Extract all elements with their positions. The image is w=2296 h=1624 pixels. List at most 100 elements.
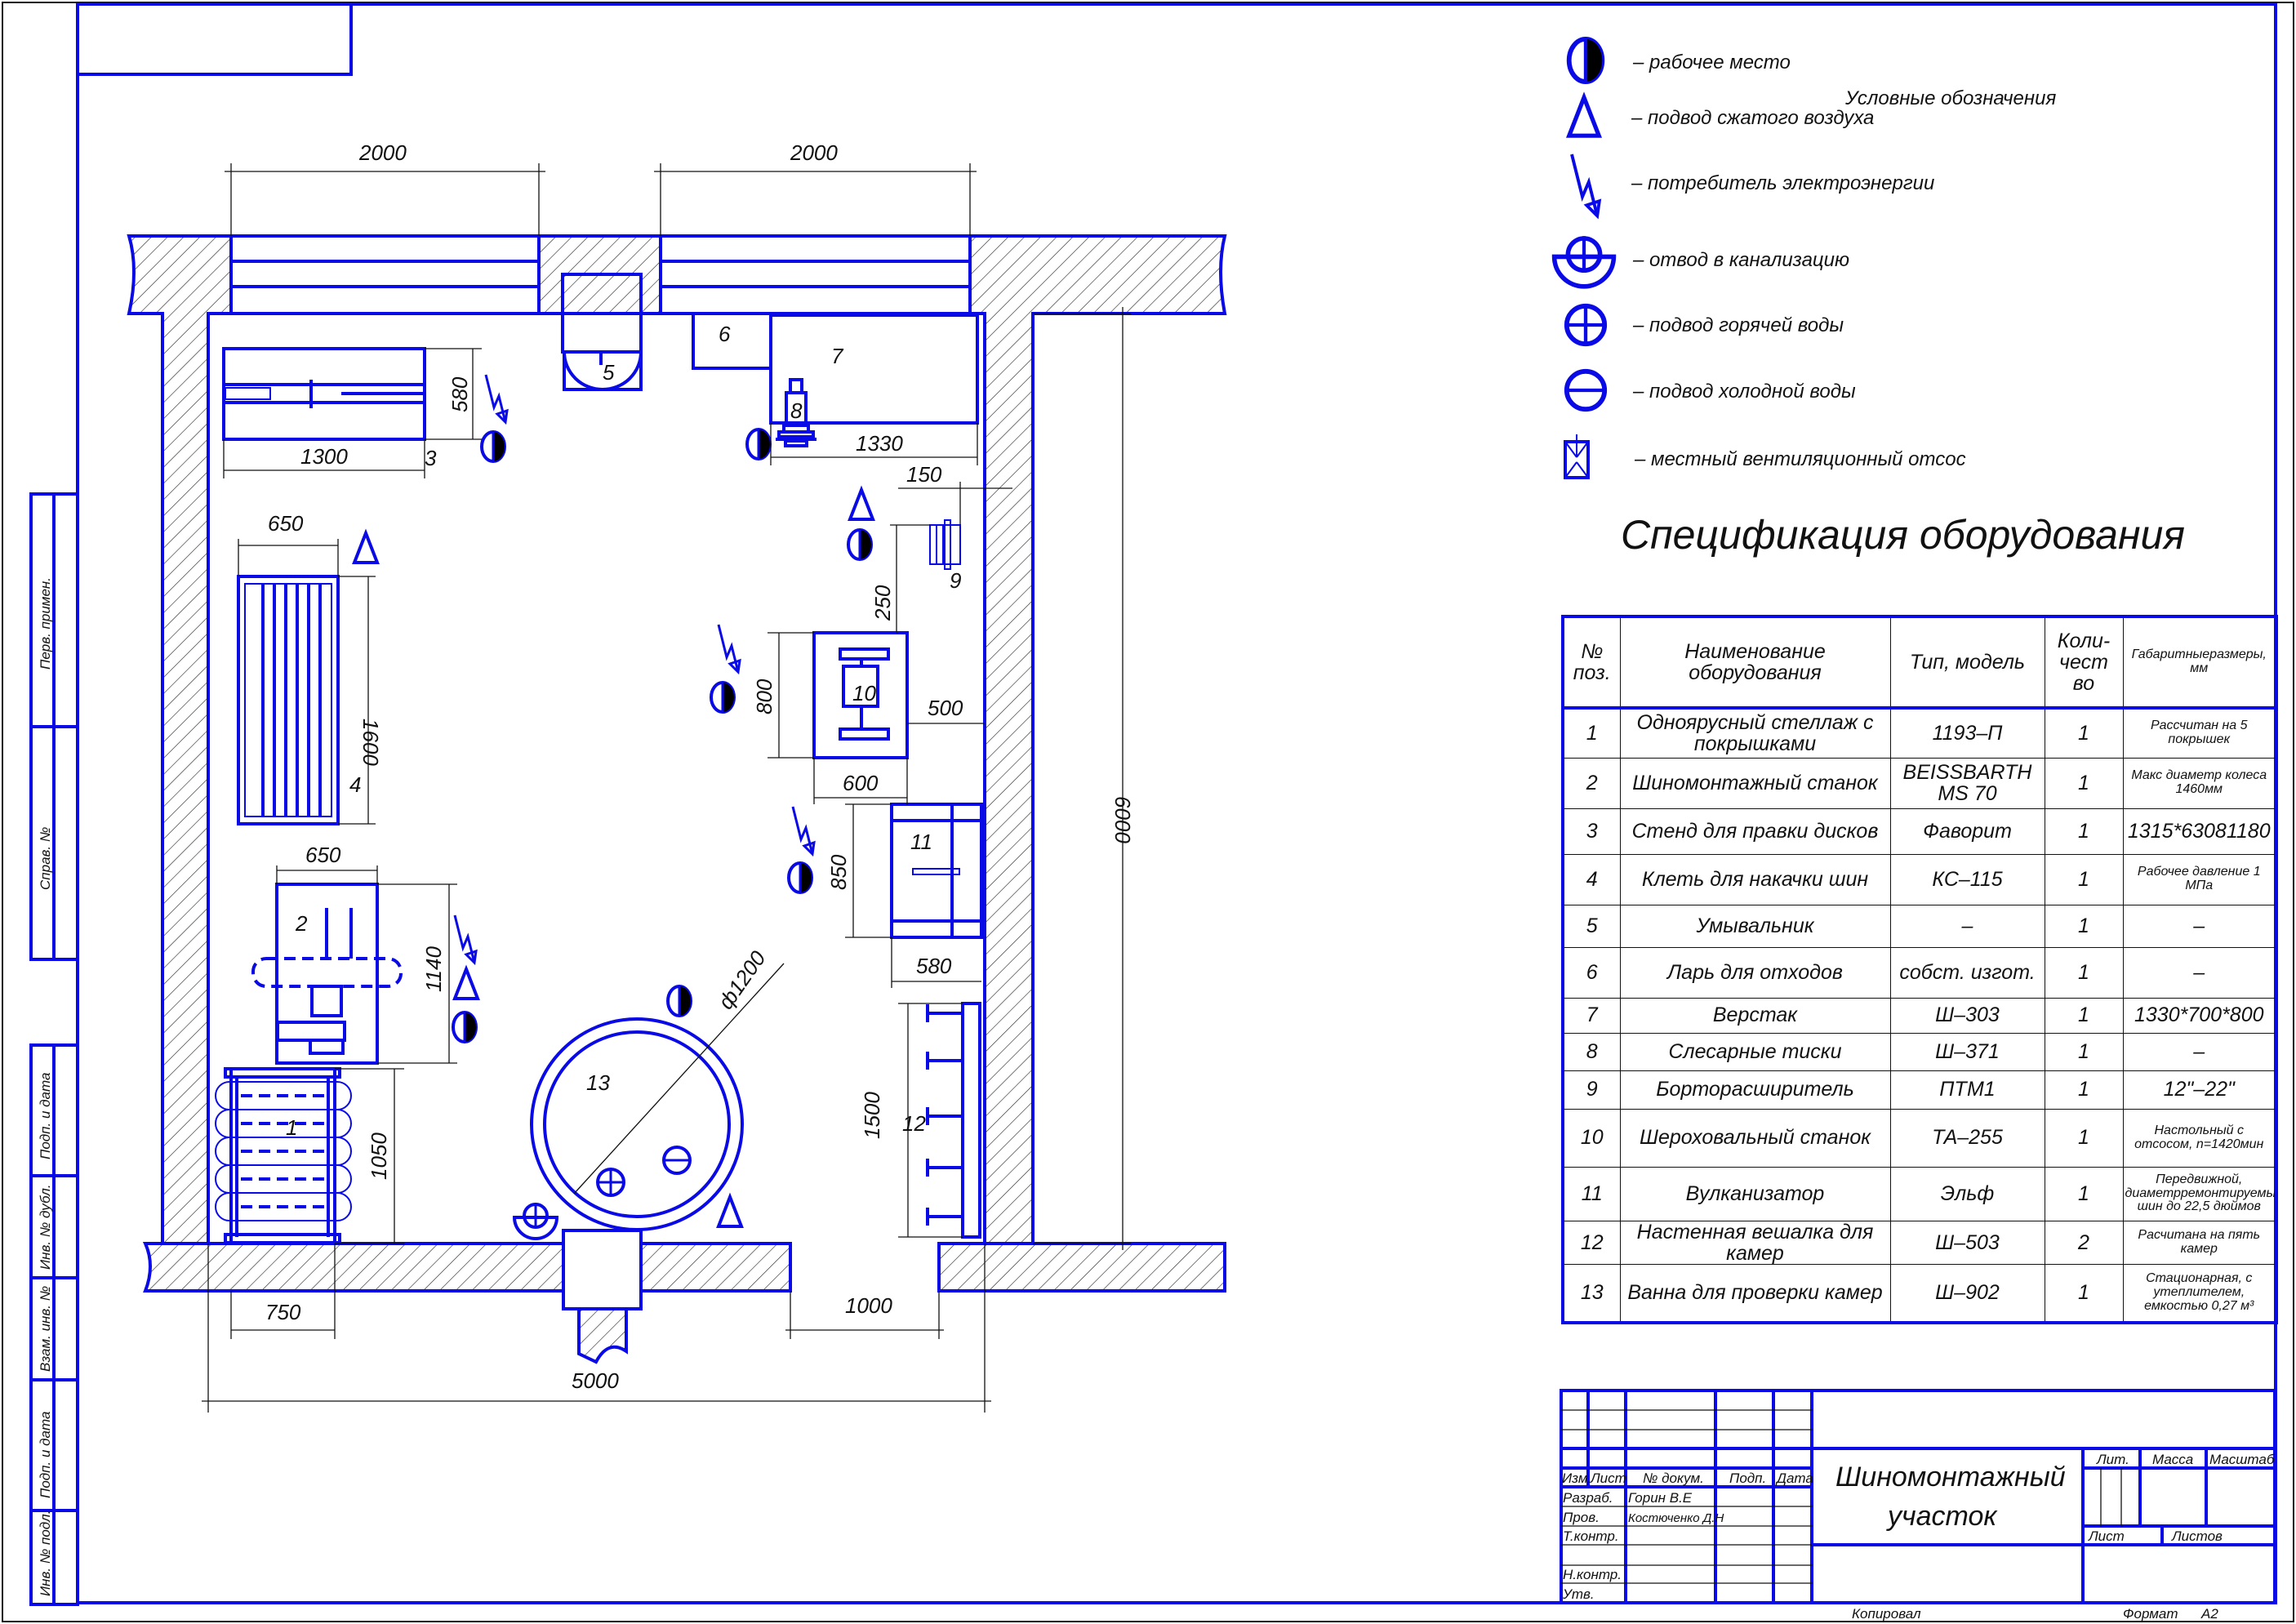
sewer-drain-icon [513,1201,558,1240]
workplace-icon [847,528,873,561]
floor-drain [562,1229,643,1310]
row-dimensions: – [2122,946,2277,999]
legend-label: – отвод в канализацию [1632,249,1849,271]
workplace-icon [452,1011,478,1043]
row-position: 4 [1562,853,1621,905]
razrab-name: Горин В.Е [1628,1490,1693,1506]
label-nkontr: Н.контр. [1563,1567,1622,1582]
hot-water-icon [596,1168,625,1197]
row-model: 1193–П [1889,707,2045,759]
label-masshtab: Масштаб [2209,1452,2276,1467]
dim-item9-gap: 250 [870,585,895,621]
row-quantity: 1 [2044,1264,2124,1323]
row-quantity: 1 [2044,707,2124,759]
row-quantity: 1 [2044,1166,2124,1221]
row-dimensions: Стационарная, с утеплителем, емкостью 0,… [2122,1264,2277,1323]
row-position: 3 [1562,808,1621,855]
equipment-11-vulcanizer [890,803,983,939]
row-position: 1 [1562,707,1621,759]
row-model: Ш–503 [1889,1220,2045,1265]
equipment-3-wheel-straightening-stand [222,347,426,441]
legend: Условные обозначения – рабочее место – п… [1555,39,2056,479]
label-format: Формат [2123,1606,2178,1622]
equipment-spec-table: № поз. Наименование оборудования Тип, мо… [1561,615,2278,1324]
equipment-1-tire-rack [215,1067,352,1245]
row-dimensions: 1330*700*800 [2122,997,2277,1034]
workplace-icon [787,861,813,894]
dim-item9-wall: 150 [906,462,942,487]
plan-utility-symbols [353,373,874,1240]
row-name: Умывальник [1619,904,1891,948]
row-position: 2 [1562,757,1621,809]
row-position: 8 [1562,1032,1621,1071]
position-6: 6 [719,322,731,346]
label-razrab: Разраб. [1563,1490,1613,1506]
top-left-stamp-box [76,2,353,76]
label-lit: Лит. [2096,1452,2129,1467]
row-model: Эльф [1889,1166,2045,1221]
equipment-9-bead-spreader [929,519,961,570]
position-9: 9 [950,568,961,593]
legend-label: – подвод сжатого воздуха [1631,107,1874,129]
position-1: 1 [286,1115,297,1140]
floor-plan-walls [127,234,1227,1364]
workplace-icon [710,681,736,714]
row-quantity: 1 [2044,808,2124,855]
row-name: Одноярусный стеллаж с покрышками [1619,707,1891,759]
cold-water-icon [662,1146,692,1175]
side-stamp-label: Перв. примен. [38,577,53,670]
equipment-4-inflation-cage [237,575,340,825]
row-model: Ш–902 [1889,1264,2045,1323]
title-block-text: Изм. Лист № докум. Подп. Дата Разраб. Го… [1562,1452,2276,1622]
label-utv: Утв. [1562,1586,1595,1602]
electric-consumer-icon [717,623,741,674]
drain-pipe [577,1307,628,1364]
dim-item3-width: 1300 [300,444,348,469]
row-dimensions: – [2122,1032,2277,1071]
row-name: Ванна для проверки камер [1619,1264,1891,1323]
label-doc: № докум. [1643,1470,1704,1486]
legend-label: – подвод горячей воды [1632,314,1844,336]
row-position: 9 [1562,1070,1621,1110]
label-list: Лист [1590,1470,1626,1486]
workplace-icon [1569,39,1603,82]
row-name: Верстак [1619,997,1891,1034]
electric-consumer-icon [453,914,478,964]
legend-label: – подвод холодной воды [1632,380,1856,403]
row-position: 7 [1562,997,1621,1034]
row-name: Шероховальный станок [1619,1108,1891,1168]
row-name: Слесарные тиски [1619,1032,1891,1071]
position-12: 12 [902,1111,926,1136]
row-quantity: 1 [2044,1108,2124,1168]
row-quantity: 1 [2044,946,2124,999]
equipment-10-buffing-machine [812,631,909,759]
hot-water-icon [1567,306,1604,344]
row-model: Фаворит [1889,808,2045,855]
drawing-name-line2: участок [1886,1501,1998,1532]
position-5: 5 [603,360,615,385]
dim-item12-length: 1500 [860,1092,884,1139]
row-position: 6 [1562,946,1621,999]
legend-label: – рабочее место [1632,51,1791,73]
row-model: ПТМ1 [1889,1070,2045,1110]
row-model: Ш–371 [1889,1032,2045,1071]
window-right [659,234,972,315]
equipment-13-tube-test-bath [530,963,785,1231]
compressed-air-icon [453,968,479,1000]
header-dimensions: Габаритныеразмеры, мм [2122,616,2277,710]
dim-item2-width: 650 [305,843,341,867]
dim-item1-width: 750 [265,1300,301,1324]
dim-window-right: 2000 [790,140,838,165]
row-quantity: 1 [2044,1070,2124,1110]
dimension-lines [202,163,1131,1413]
row-quantity: 1 [2044,904,2124,948]
window-left [229,234,541,315]
row-quantity: 1 [2044,1032,2124,1071]
header-model: Тип, модель [1889,616,2045,710]
row-name: Стенд для правки дисков [1619,808,1891,855]
